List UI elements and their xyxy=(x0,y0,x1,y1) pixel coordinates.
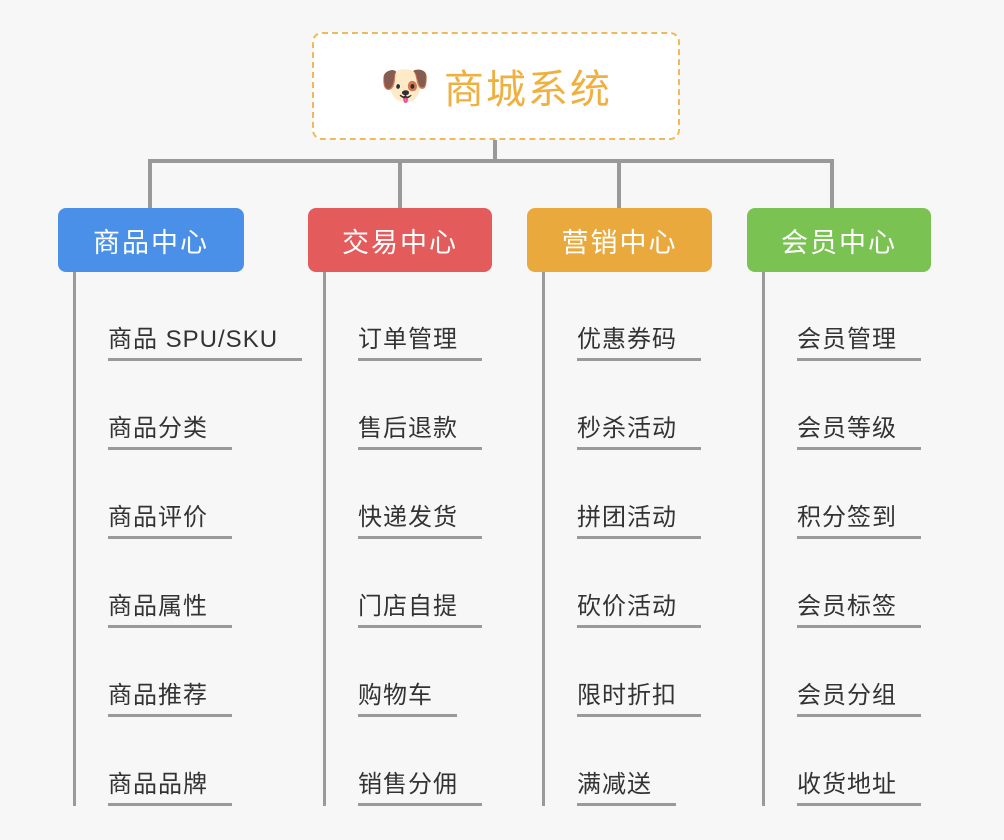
list-item[interactable]: 商品品牌 xyxy=(76,717,302,806)
list-item[interactable]: 会员管理 xyxy=(765,272,931,361)
list-item[interactable]: 收货地址 xyxy=(765,717,931,806)
list-item[interactable]: 订单管理 xyxy=(326,272,492,361)
list-item[interactable]: 销售分佣 xyxy=(326,717,492,806)
leaf-label: 会员管理 xyxy=(797,319,921,361)
connector-drop-4 xyxy=(830,159,834,209)
leaf-label: 会员标签 xyxy=(797,586,921,628)
branch-product-center: 商品中心 商品 SPU/SKU 商品分类 商品评价 商品属性 商品推荐 商品品牌 xyxy=(58,208,303,806)
leaf-label: 门店自提 xyxy=(358,586,482,628)
leaf-label: 会员等级 xyxy=(797,408,921,450)
leaf-label: 限时折扣 xyxy=(577,675,701,717)
leaf-label: 订单管理 xyxy=(358,319,482,361)
connector-drop-1 xyxy=(148,159,152,209)
connector-drop-3 xyxy=(617,159,621,209)
list-item[interactable]: 会员等级 xyxy=(765,361,931,450)
branch-header-1[interactable]: 商品中心 xyxy=(58,208,244,272)
branch-header-label-4: 会员中心 xyxy=(781,227,897,258)
branch-items-4: 会员管理 会员等级 积分签到 会员标签 会员分组 收货地址 xyxy=(762,272,931,806)
leaf-label: 购物车 xyxy=(358,675,457,717)
branch-header-3[interactable]: 营销中心 xyxy=(527,208,712,272)
leaf-label: 销售分佣 xyxy=(358,764,482,806)
branch-header-label-1: 商品中心 xyxy=(93,227,209,258)
list-item[interactable]: 商品分类 xyxy=(76,361,302,450)
branch-marketing-center: 营销中心 优惠券码 秒杀活动 拼团活动 砍价活动 限时折扣 满减送 xyxy=(527,208,712,806)
connector-root-stem xyxy=(493,140,497,162)
connector-drop-2 xyxy=(398,159,402,209)
branch-header-4[interactable]: 会员中心 xyxy=(747,208,931,272)
leaf-label: 满减送 xyxy=(577,764,676,806)
leaf-label: 商品分类 xyxy=(108,408,232,450)
list-item[interactable]: 优惠券码 xyxy=(545,272,712,361)
list-item[interactable]: 商品推荐 xyxy=(76,628,302,717)
leaf-label: 商品推荐 xyxy=(108,675,232,717)
list-item[interactable]: 商品评价 xyxy=(76,450,302,539)
leaf-label: 秒杀活动 xyxy=(577,408,701,450)
dog-face-icon: 🐶 xyxy=(380,64,430,108)
root-node[interactable]: 🐶 商城系统 xyxy=(312,32,680,140)
leaf-label: 快递发货 xyxy=(358,497,482,539)
leaf-label: 商品属性 xyxy=(108,586,232,628)
branch-header-2[interactable]: 交易中心 xyxy=(308,208,492,272)
branch-header-label-2: 交易中心 xyxy=(342,227,458,258)
list-item[interactable]: 商品属性 xyxy=(76,539,302,628)
leaf-label: 会员分组 xyxy=(797,675,921,717)
list-item[interactable]: 门店自提 xyxy=(326,539,492,628)
list-item[interactable]: 会员分组 xyxy=(765,628,931,717)
list-item[interactable]: 快递发货 xyxy=(326,450,492,539)
list-item[interactable]: 秒杀活动 xyxy=(545,361,712,450)
leaf-label: 拼团活动 xyxy=(577,497,701,539)
list-item[interactable]: 会员标签 xyxy=(765,539,931,628)
list-item[interactable]: 售后退款 xyxy=(326,361,492,450)
branch-member-center: 会员中心 会员管理 会员等级 积分签到 会员标签 会员分组 收货地址 xyxy=(747,208,931,806)
branch-items-1: 商品 SPU/SKU 商品分类 商品评价 商品属性 商品推荐 商品品牌 xyxy=(73,272,303,806)
list-item[interactable]: 满减送 xyxy=(545,717,712,806)
list-item[interactable]: 砍价活动 xyxy=(545,539,712,628)
leaf-label: 商品 SPU/SKU xyxy=(108,319,303,361)
root-title: 商城系统 xyxy=(443,68,612,112)
leaf-label: 优惠券码 xyxy=(577,319,701,361)
list-item[interactable]: 积分签到 xyxy=(765,450,931,539)
leaf-label: 积分签到 xyxy=(797,497,921,539)
branch-items-2: 订单管理 售后退款 快递发货 门店自提 购物车 销售分佣 xyxy=(323,272,492,806)
list-item[interactable]: 购物车 xyxy=(326,628,492,717)
connector-horizontal-bus xyxy=(148,159,834,163)
list-item[interactable]: 限时折扣 xyxy=(545,628,712,717)
list-item[interactable]: 拼团活动 xyxy=(545,450,712,539)
leaf-label: 商品品牌 xyxy=(108,764,232,806)
branch-items-3: 优惠券码 秒杀活动 拼团活动 砍价活动 限时折扣 满减送 xyxy=(542,272,712,806)
leaf-label: 砍价活动 xyxy=(577,586,701,628)
leaf-label: 售后退款 xyxy=(358,408,482,450)
branch-header-label-3: 营销中心 xyxy=(561,227,678,258)
leaf-label: 收货地址 xyxy=(797,764,921,806)
list-item[interactable]: 商品 SPU/SKU xyxy=(76,272,303,361)
leaf-label: 商品评价 xyxy=(108,497,232,539)
branch-trade-center: 交易中心 订单管理 售后退款 快递发货 门店自提 购物车 销售分佣 xyxy=(308,208,492,806)
